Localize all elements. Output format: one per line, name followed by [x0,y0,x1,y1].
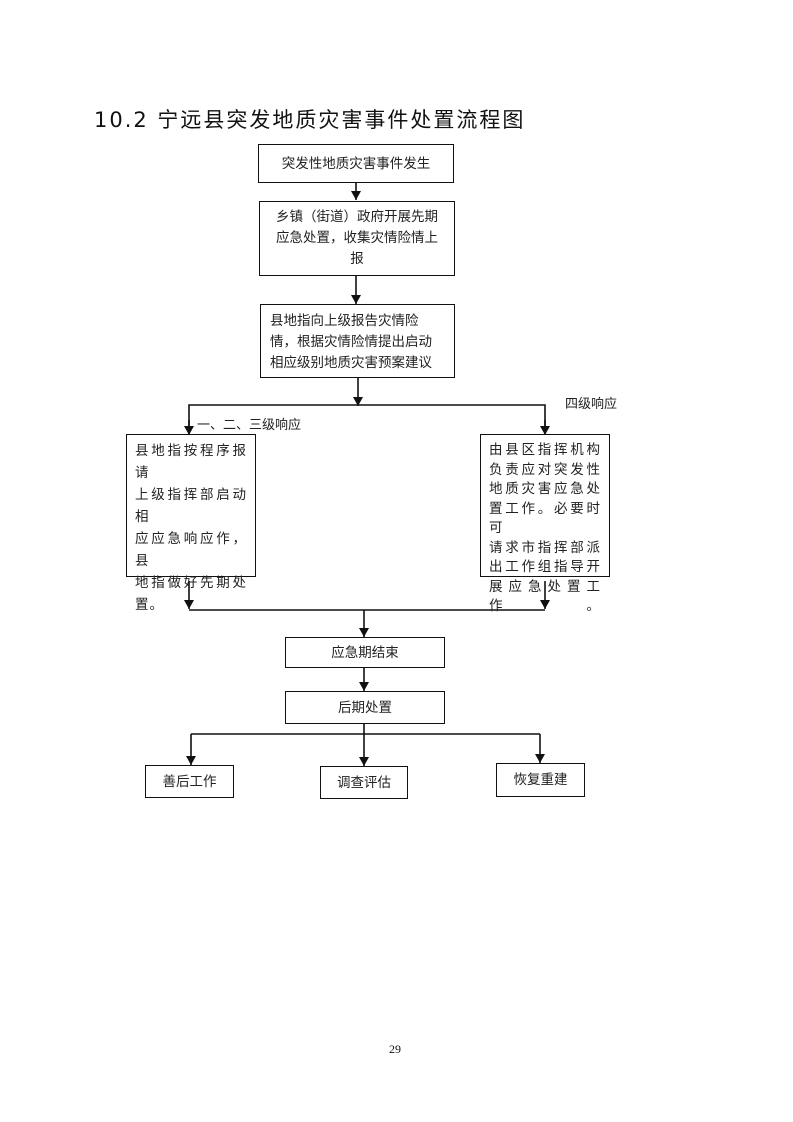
node-investigation: 调查评估 [320,766,408,799]
node-aftermath: 善后工作 [145,765,234,798]
node-county-report-line: 相应级别地质灾害预案建议 [270,355,432,371]
node-township-line: 报 [350,251,364,267]
node-level-4-line: 请求市指挥部派 [489,539,601,556]
node-level-4-line: 由县区指挥机构 [489,442,601,458]
node-reconstruction: 恢复重建 [496,763,585,797]
node-reconstruction-text: 恢复重建 [513,772,568,788]
node-county-report: 县地指向上级报告灾情险 情，根据灾情险情提出启动 相应级别地质灾害预案建议 [260,304,455,378]
node-start-text: 突发性地质灾害事件发生 [281,155,431,172]
page-title: 10.2 宁远县突发地质灾害事件处置流程图 [94,108,526,132]
node-level-123-line: 应应急响应作，县 [135,531,247,569]
node-level-123: 县地指按程序报请 上级指挥部启动相 应应急响应作，县 地指做好先期处 置。 [126,434,256,613]
node-township-line: 乡镇（街道）政府开展先期 [276,209,438,225]
node-end-emergency-text: 应急期结束 [331,644,399,661]
node-county-report-line: 情，根据灾情险情提出启动 [270,334,432,350]
branch-line [188,404,546,434]
node-level-4-line: 出工作组指导开 [489,559,601,575]
branch-label-level-4: 四级响应 [565,397,618,412]
node-level-4-line: 负责应对突发性 [489,461,601,478]
node-aftermath-text: 善后工作 [162,773,217,790]
node-township-line: 应急处置，收集灾情险情上 [276,230,438,246]
node-level-4: 由县区指挥机构 负责应对突发性 地质灾害应急处 置工作。必要时可 请求市指挥部派… [480,434,610,614]
node-level-123-line: 置。 [135,597,164,613]
node-investigation-text: 调查评估 [337,774,391,791]
page-number: 29 [389,1042,401,1056]
node-level-4-line: 展应急处置工作。 [489,578,601,615]
node-post-disposal-text: 后期处置 [338,699,392,716]
node-county-report-line: 县地指向上级报告灾情险 [270,313,419,329]
node-level-123-line: 上级指挥部启动相 [135,487,247,525]
node-level-4-line: 地质灾害应急处 [489,481,601,497]
node-post-disposal: 后期处置 [285,691,445,724]
node-level-123-line: 地指做好先期处 [135,575,247,591]
node-end-emergency: 应急期结束 [285,637,445,668]
branch-label-level-123: 一、二、三级响应 [197,418,302,433]
node-township: 乡镇（街道）政府开展先期 应急处置，收集灾情险情上 报 [259,201,455,276]
node-start: 突发性地质灾害事件发生 [258,144,454,183]
node-level-123-line: 县地指按程序报请 [135,443,247,481]
node-level-4-line: 置工作。必要时可 [489,500,601,537]
